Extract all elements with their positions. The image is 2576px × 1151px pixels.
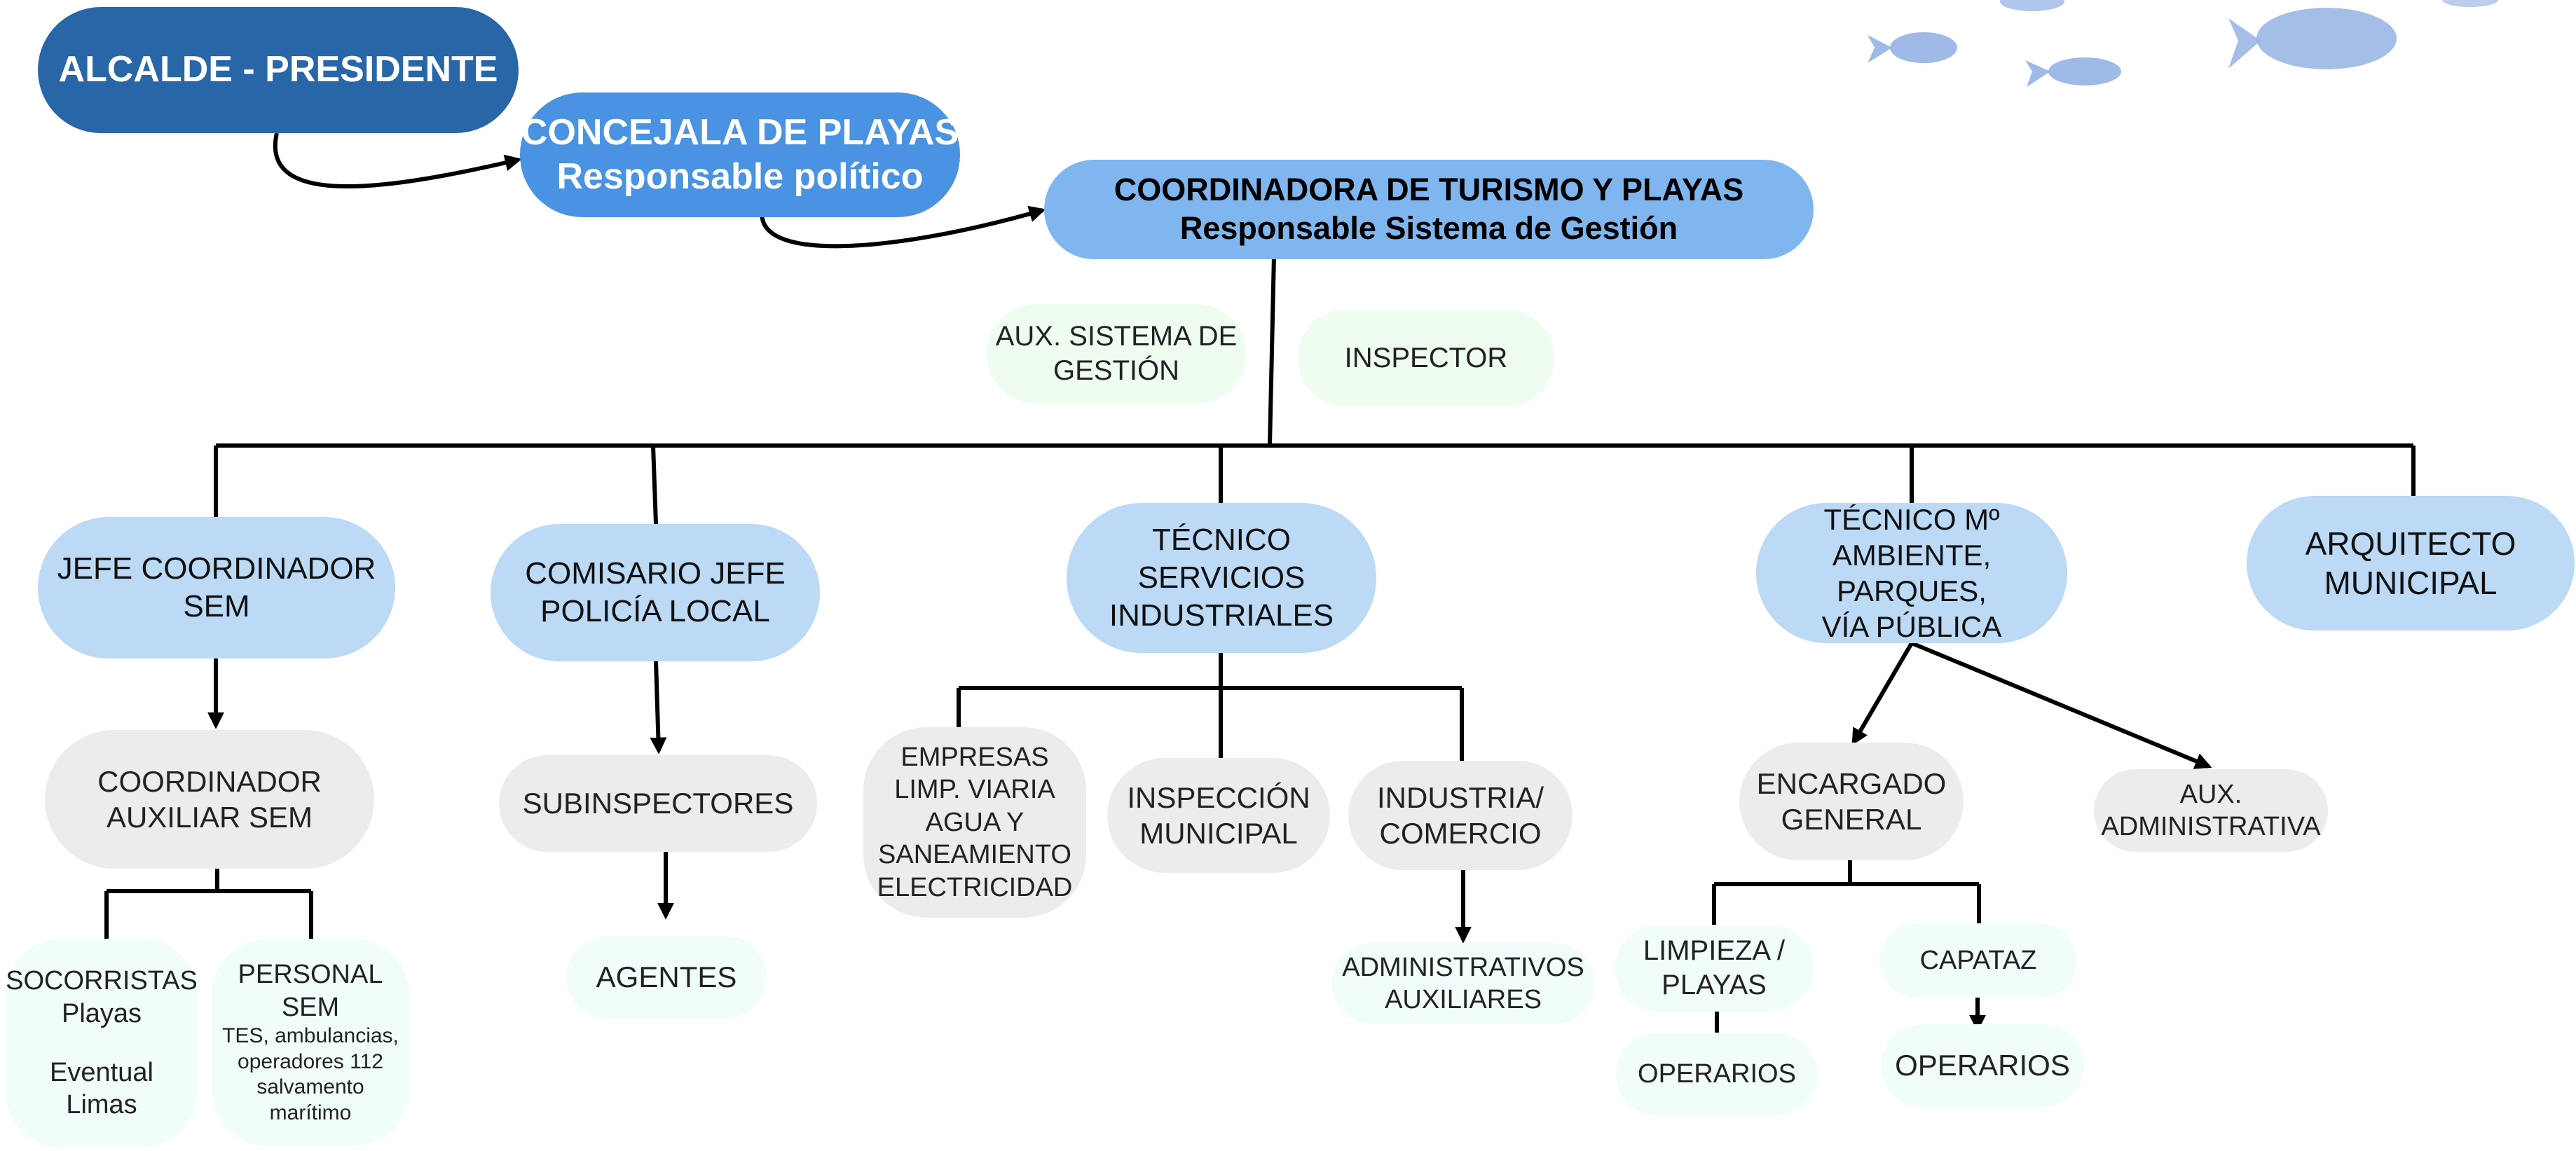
node-limpieza-playas: LIMPIEZA / PLAYAS	[1615, 925, 1814, 1012]
arrow-alcalde-concejala	[273, 132, 522, 189]
node-aux-administrativa: AUX. ADMINISTRATIVA	[2094, 769, 2328, 852]
node-operarios-limpieza: OPERARIOS	[1616, 1033, 1818, 1115]
node-inspeccion-municipal: INSPECCIÓN MUNICIPAL	[1107, 758, 1330, 873]
trunk-line	[1268, 255, 1276, 446]
node-inspector: INSPECTOR	[1298, 310, 1554, 406]
node-empresas: EMPRESAS LIMP. VIARIA AGUA Y SANEAMIENTO…	[863, 727, 1086, 918]
node-socorristas: SOCORRISTAS Playas Eventual Limas	[6, 939, 198, 1147]
node-alcalde-presidente: ALCALDE - PRESIDENTE	[38, 7, 519, 133]
node-personal-sem: PERSONAL SEM TES, ambulancias, operadore…	[212, 939, 409, 1146]
node-capataz: CAPATAZ	[1879, 923, 2077, 998]
node-industria-comercio: INDUSTRIA/ COMERCIO	[1348, 761, 1573, 870]
node-jefe-coordinador-sem: JEFE COORDINADOR SEM	[38, 517, 395, 659]
node-administrativos-auxiliares: ADMINISTRATIVOS AUXILIARES	[1331, 943, 1595, 1024]
node-agentes: AGENTES	[566, 936, 767, 1019]
node-encargado-general: ENCARGADO GENERAL	[1739, 743, 1964, 860]
node-subinspectores: SUBINSPECTORES	[499, 755, 817, 852]
fish-school-icon	[1868, 0, 2498, 87]
node-comisario-jefe: COMISARIO JEFE POLICÍA LOCAL	[491, 524, 820, 661]
node-arquitecto-municipal: ARQUITECTO MUNICIPAL	[2247, 496, 2575, 630]
arrow-concejala-coordinadora	[760, 202, 1046, 249]
node-aux-sistema-gestion: AUX. SISTEMA DE GESTIÓN	[987, 304, 1246, 404]
node-coordinador-auxiliar-sem: COORDINADOR AUXILIAR SEM	[45, 730, 374, 869]
node-operarios-capataz: OPERARIOS	[1881, 1024, 2084, 1107]
node-tecnico-servicios: TÉCNICO SERVICIOS INDUSTRIALES	[1067, 503, 1376, 653]
node-concejala-playas: CONCEJALA DE PLAYAS Responsable político	[520, 92, 960, 217]
node-tecnico-ambiente: TÉCNICO Mº AMBIENTE, PARQUES, VÍA PÚBLIC…	[1756, 503, 2067, 643]
node-coordinadora-turismo: COORDINADORA DE TURISMO Y PLAYAS Respons…	[1044, 160, 1814, 259]
